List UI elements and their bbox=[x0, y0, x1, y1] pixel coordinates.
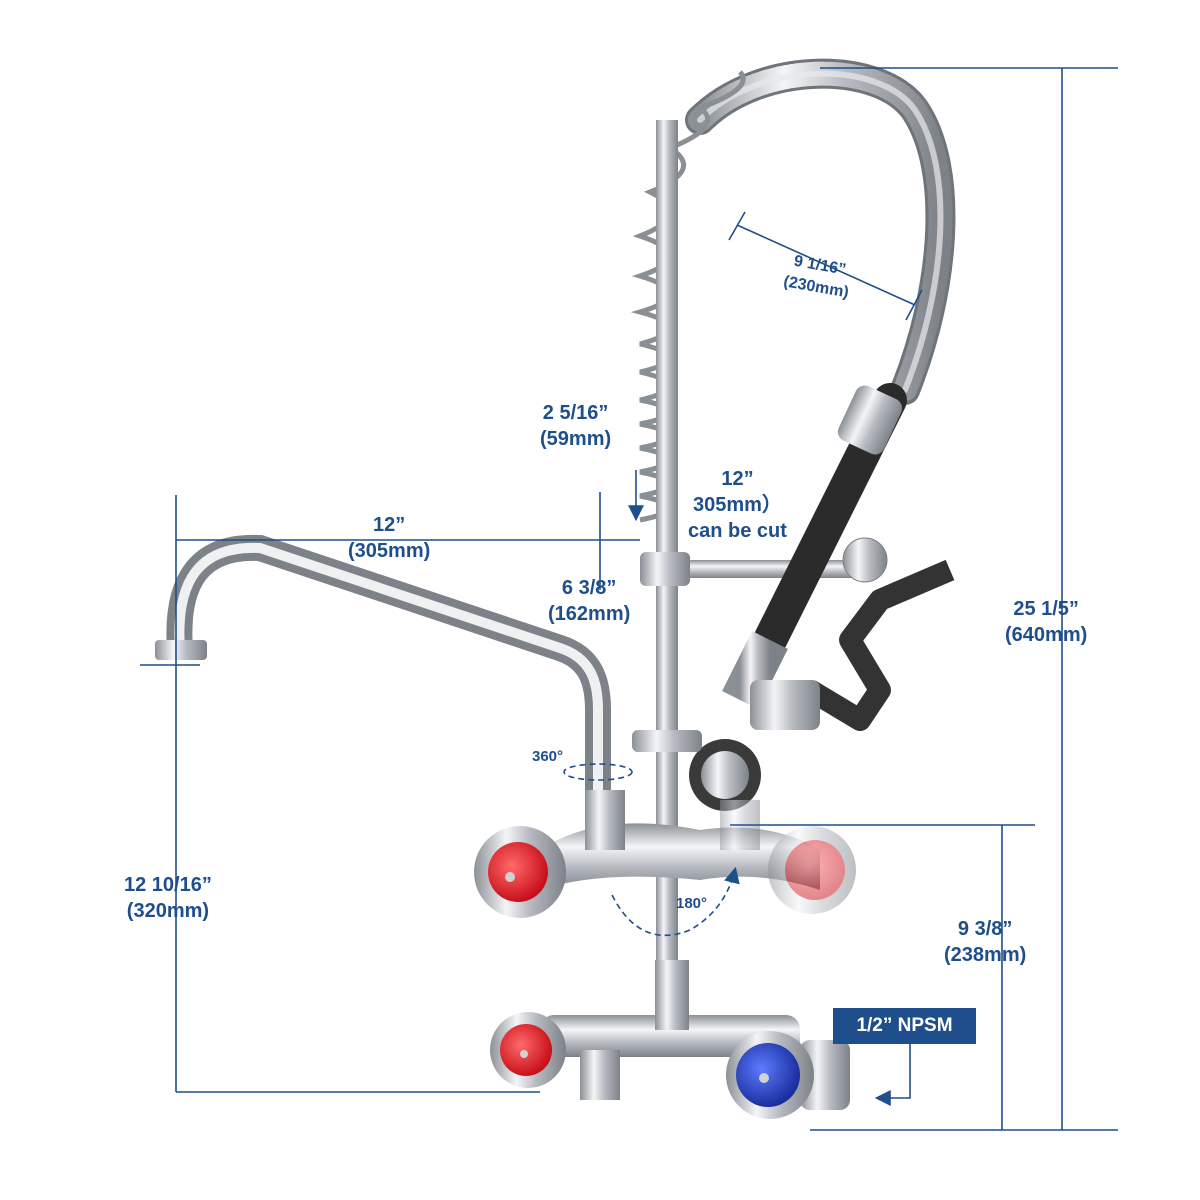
spout-height-imperial: 12 10/16” bbox=[124, 874, 212, 896]
valve-spacing-imperial: 9 3/8” bbox=[957, 918, 1013, 940]
spout-reach-imperial: 12” bbox=[373, 514, 406, 536]
valve-spacing-label: 9 3/8” (238mm) bbox=[944, 916, 1026, 968]
spout-height-metric: (320mm) bbox=[126, 900, 210, 922]
connection-size-badge: 1/2” NPSM bbox=[833, 1008, 976, 1044]
total-height-imperial: 25 1/5” bbox=[1013, 598, 1079, 620]
spring-offset-metric: (59mm) bbox=[540, 428, 612, 450]
valve-spacing-metric: (238mm) bbox=[944, 944, 1027, 966]
upper-handle-rotated-ghost bbox=[768, 826, 856, 914]
lower-valve-body bbox=[540, 960, 850, 1110]
riser-imperial: 12” bbox=[721, 468, 754, 490]
swing-spout bbox=[155, 534, 611, 820]
spout-height-label: 12 10/16” (320mm) bbox=[124, 872, 212, 924]
riser-length-label: 12” 305mm） can be cut bbox=[688, 466, 787, 544]
pre-rinse-spray-head bbox=[689, 383, 955, 811]
lower-hot-handle bbox=[490, 1012, 566, 1088]
total-height-metric: (640mm) bbox=[1005, 624, 1088, 646]
spout-to-hook-label: 6 3/8” (162mm) bbox=[548, 575, 630, 627]
spout-swivel-angle: 360° bbox=[532, 748, 564, 765]
spring-coil bbox=[630, 70, 746, 523]
spout-to-hook-imperial: 6 3/8” bbox=[561, 577, 617, 599]
riser-metric: 305mm） bbox=[692, 494, 782, 516]
spring-offset-label: 2 5/16” (59mm) bbox=[540, 400, 611, 452]
riser-note: can be cut bbox=[688, 520, 787, 542]
upper-hot-handle bbox=[474, 826, 566, 918]
angle-indicators bbox=[563, 763, 740, 937]
dimension-lines bbox=[140, 67, 1118, 1131]
spout-reach-metric: (305mm) bbox=[348, 540, 431, 562]
wall-bracket-flange bbox=[842, 537, 888, 583]
valve-swivel-angle: 180° bbox=[676, 895, 708, 912]
flexible-hose bbox=[685, 58, 956, 405]
upper-valve-body bbox=[540, 790, 820, 890]
spout-to-hook-metric: (162mm) bbox=[548, 603, 631, 625]
spring-offset-imperial: 2 5/16” bbox=[542, 402, 609, 424]
total-height-label: 25 1/5” (640mm) bbox=[1005, 596, 1087, 648]
spout-reach-label: 12” (305mm) bbox=[348, 512, 430, 564]
hook-collar bbox=[632, 730, 702, 752]
lower-cold-handle bbox=[726, 1031, 814, 1119]
